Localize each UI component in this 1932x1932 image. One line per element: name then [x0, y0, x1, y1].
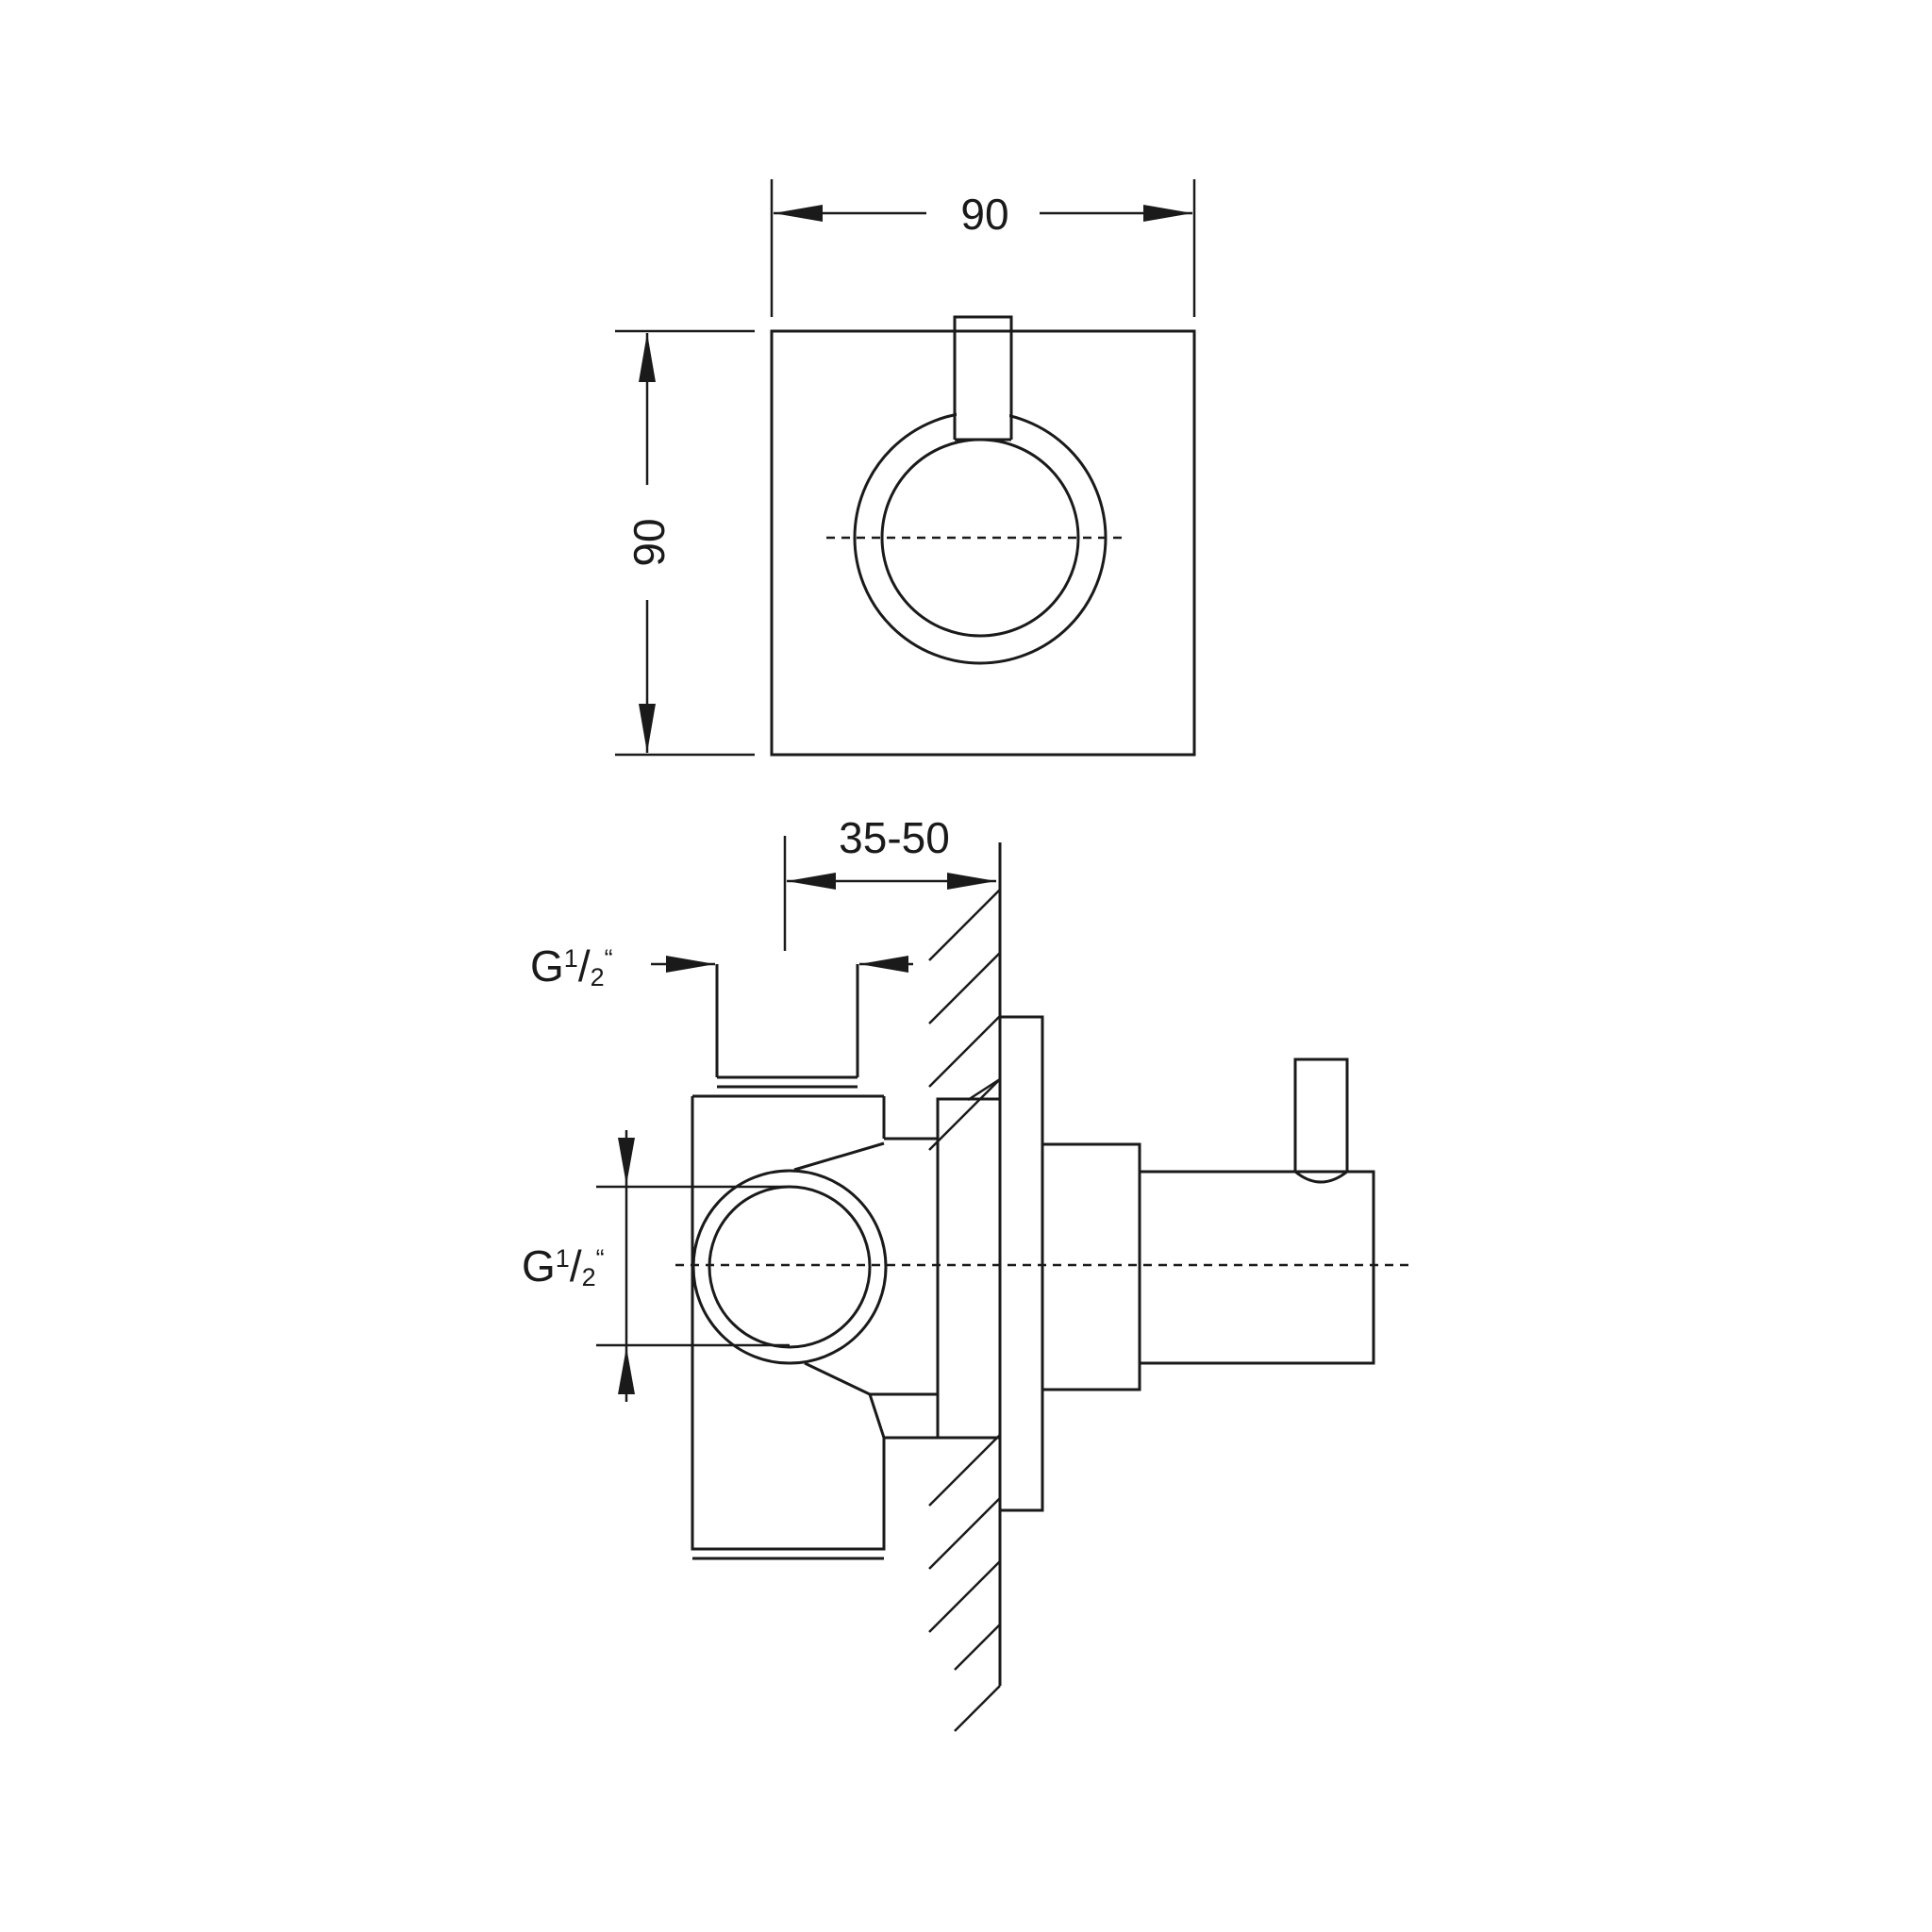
valve-body [691, 964, 938, 1560]
dimension-depth: 35-50 [783, 813, 996, 951]
depth-label: 35-50 [839, 813, 950, 862]
front-view [770, 315, 1196, 757]
arrow-right [666, 956, 715, 973]
dimension-front-height: 90 [615, 329, 755, 757]
side-port-outer [691, 1169, 888, 1365]
arrow-right [1143, 205, 1192, 222]
arrow-up [618, 1347, 635, 1394]
side-thread-label: G1/2“ [522, 1241, 605, 1291]
arrow-down [618, 1138, 635, 1185]
side-cover-plate [998, 1015, 1044, 1512]
sleeve [936, 1097, 1002, 1440]
dimension-side-thread: G1/2“ [522, 1130, 790, 1402]
front-height-label: 90 [625, 518, 674, 566]
arrow-left [787, 873, 836, 890]
side-lever [1293, 1058, 1349, 1184]
top-thread-label: G1/2“ [530, 941, 613, 991]
arrow-right [947, 873, 996, 890]
side-port-inner [708, 1185, 872, 1349]
arrow-left [774, 205, 823, 222]
dimension-front-width: 90 [770, 179, 1196, 317]
arrow-down [639, 704, 656, 753]
dimension-top-thread: G1/2“ [530, 941, 913, 991]
cover-plate [770, 329, 1196, 757]
arrow-left [859, 956, 908, 973]
knob-body [1138, 1170, 1375, 1365]
front-width-label: 90 [960, 190, 1008, 239]
arrow-up [639, 333, 656, 382]
wall-hatching [928, 889, 1001, 1732]
knob-collar [1041, 1142, 1141, 1391]
side-view [675, 842, 1413, 1732]
side-knob [1041, 1058, 1375, 1391]
front-lever [953, 315, 1013, 440]
